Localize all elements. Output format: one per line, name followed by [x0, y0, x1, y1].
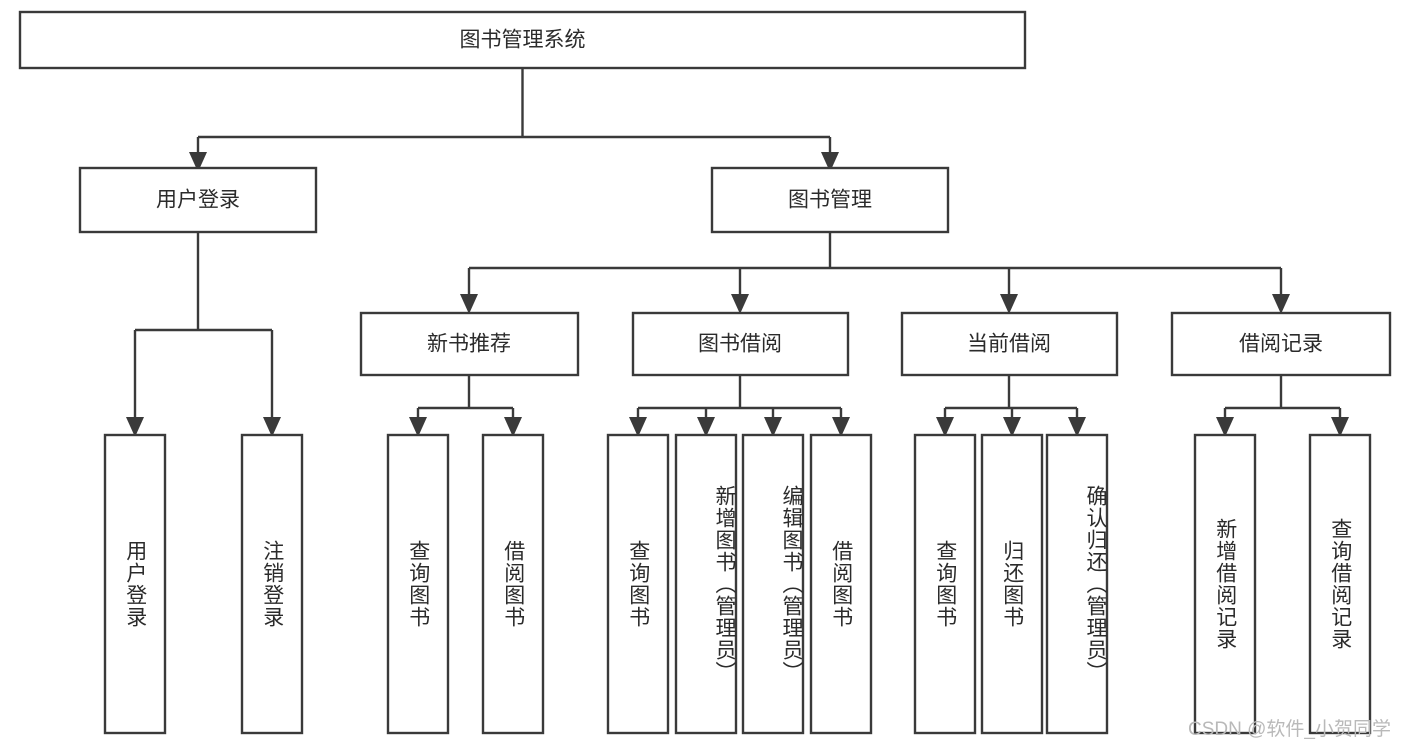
- leaf-box-query-book-rec[interactable]: [386, 433, 450, 735]
- node-new-book-recommend-box[interactable]: [359, 311, 580, 377]
- node-book-manage-box[interactable]: [710, 166, 950, 234]
- leaf-box-borrow-book-rec[interactable]: [481, 433, 545, 735]
- arrow-to-leaf-logout: [263, 417, 281, 437]
- node-book-borrow-box[interactable]: [631, 311, 850, 377]
- node-book-manage[interactable]: 图书管理: [710, 166, 950, 234]
- node-book-borrow[interactable]: 图书借阅: [631, 311, 850, 377]
- arrow-to-current-borrow: [1000, 294, 1018, 314]
- node-root-box[interactable]: [18, 10, 1027, 70]
- arrow-to-leaf-query-book-rec: [409, 417, 427, 437]
- leaf-box-query-book-current[interactable]: [913, 433, 977, 735]
- connector-layer: [126, 68, 1349, 437]
- leaf-box-add-record[interactable]: [1193, 433, 1257, 735]
- node-book-manage-label: 图书管理: [788, 189, 872, 212]
- connector-newbook-to-leaves: [416, 375, 515, 423]
- node-borrow-record[interactable]: 借阅记录: [1170, 311, 1392, 377]
- node-current-borrow-label: 当前借阅: [967, 333, 1051, 356]
- connector-currentborrow-to-leaves: [943, 375, 1079, 423]
- leaf-box-confirm-return[interactable]: [1045, 433, 1109, 735]
- arrow-to-leaf-return-book: [1003, 417, 1021, 437]
- arrow-to-book-manage: [821, 152, 839, 172]
- arrow-to-leaf-query-record: [1331, 417, 1349, 437]
- leaf-box-layer: [103, 433, 1372, 735]
- connector-bookborrow-to-leaves: [636, 375, 843, 423]
- leaf-box-query-record[interactable]: [1308, 433, 1372, 735]
- arrow-to-leaf-query-book-current: [936, 417, 954, 437]
- node-book-borrow-label: 图书借阅: [698, 333, 782, 356]
- leaf-box-query-book-borrow[interactable]: [606, 433, 670, 735]
- node-borrow-record-label: 借阅记录: [1239, 333, 1323, 356]
- csdn-watermark: CSDN @软件_小贺同学: [1188, 719, 1391, 740]
- arrow-to-leaf-query-book-borrow: [629, 417, 647, 437]
- connector-borrowrecord-to-leaves: [1223, 375, 1342, 423]
- leaf-box-logout[interactable]: [240, 433, 304, 735]
- connector-root-to-level2: [196, 68, 832, 158]
- arrow-to-leaf-edit-book: [764, 417, 782, 437]
- arrow-to-leaf-add-record: [1216, 417, 1234, 437]
- node-current-borrow-box[interactable]: [900, 311, 1119, 377]
- arrow-to-leaf-user-login: [126, 417, 144, 437]
- node-current-borrow[interactable]: 当前借阅: [900, 311, 1119, 377]
- connector-userlogin-to-leaves: [133, 232, 274, 423]
- node-new-book-recommend-label: 新书推荐: [427, 333, 511, 356]
- leaf-box-user-login[interactable]: [103, 433, 167, 735]
- connector-bookmanage-to-level3: [467, 232, 1283, 300]
- node-user-login-box[interactable]: [78, 166, 318, 234]
- arrow-to-leaf-confirm-return: [1068, 417, 1086, 437]
- leaf-box-edit-book[interactable]: [741, 433, 805, 735]
- node-new-book-recommend[interactable]: 新书推荐: [359, 311, 580, 377]
- node-borrow-record-box[interactable]: [1170, 311, 1392, 377]
- arrow-to-leaf-borrow-book: [832, 417, 850, 437]
- leaf-box-return-book[interactable]: [980, 433, 1044, 735]
- node-user-login[interactable]: 用户登录: [78, 166, 318, 234]
- node-root-label: 图书管理系统: [460, 29, 586, 52]
- arrow-to-book-borrow: [731, 294, 749, 314]
- node-user-login-label: 用户登录: [156, 189, 240, 212]
- arrow-to-leaf-add-book: [697, 417, 715, 437]
- node-root[interactable]: 图书管理系统: [18, 10, 1027, 70]
- arrow-to-user-login: [189, 152, 207, 172]
- leaf-box-add-book[interactable]: [674, 433, 738, 735]
- arrow-to-borrow-record: [1272, 294, 1290, 314]
- arrow-to-leaf-borrow-book-rec: [504, 417, 522, 437]
- arrow-to-new-book-recommend: [460, 294, 478, 314]
- leaf-box-borrow-book[interactable]: [809, 433, 873, 735]
